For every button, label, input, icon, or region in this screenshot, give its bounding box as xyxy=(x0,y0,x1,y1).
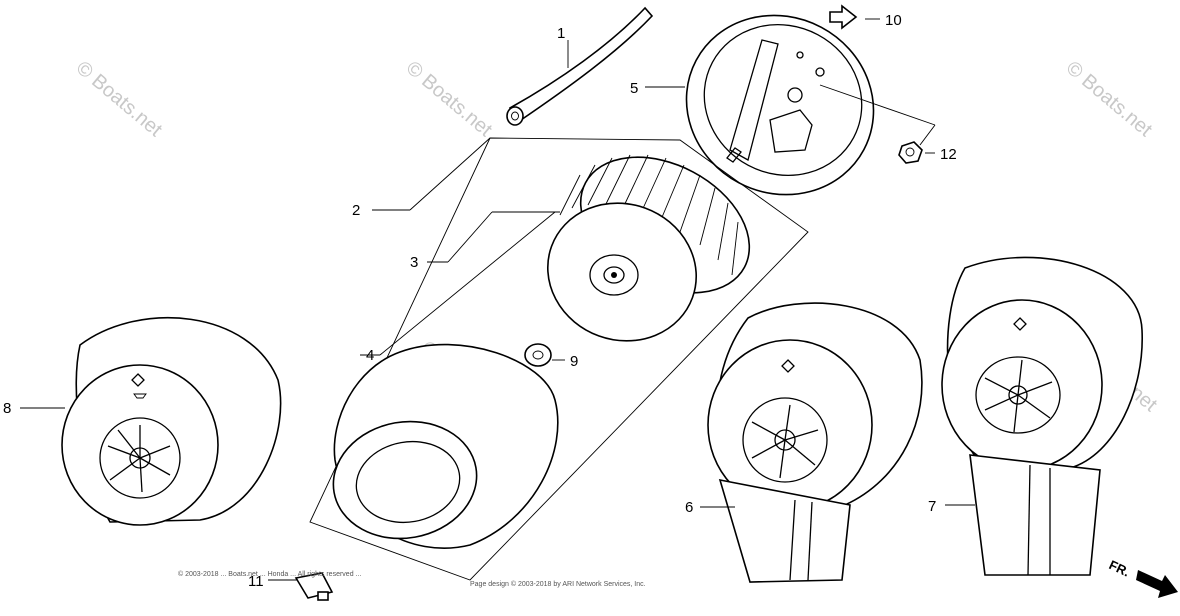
callout-4: 4 xyxy=(366,347,374,364)
copyright-footer: © 2003-2018 ... Boats.net ... Honda ... … xyxy=(178,570,646,588)
callout-10: 10 xyxy=(885,12,902,29)
copyright-line-2: Page design © 2003-2018 by ARI Network S… xyxy=(470,580,646,588)
part-4-foam-element[interactable] xyxy=(324,343,559,550)
watermark: © Boats.net xyxy=(72,57,167,141)
part-5-case[interactable] xyxy=(655,0,905,227)
front-direction-marker: FR. xyxy=(1107,557,1178,598)
part-1-tube[interactable] xyxy=(506,6,654,126)
part-9-nut[interactable] xyxy=(524,343,552,367)
callout-6: 6 xyxy=(685,499,693,516)
callout-11: 11 xyxy=(248,573,264,590)
fr-label: FR. xyxy=(1107,557,1132,579)
part-7-cover-with-duct[interactable] xyxy=(941,256,1143,576)
part-8-cover[interactable] xyxy=(61,316,282,526)
callout-12: 12 xyxy=(940,146,957,163)
callout-1: 1 xyxy=(557,25,565,42)
callout-5: 5 xyxy=(630,80,638,97)
part-3-filter-element[interactable] xyxy=(528,130,772,362)
leader-lines xyxy=(20,18,975,581)
callout-3: 3 xyxy=(410,254,418,271)
callout-2: 2 xyxy=(352,202,360,219)
callout-8: 8 xyxy=(3,400,11,417)
watermark: © Boats.net xyxy=(402,57,497,141)
copyright-line-1: © 2003-2018 ... Boats.net ... Honda ... … xyxy=(178,570,361,578)
fr-arrow-icon xyxy=(1136,570,1178,598)
callout-9: 9 xyxy=(570,353,578,370)
callout-7: 7 xyxy=(928,498,936,515)
part-12-nut[interactable] xyxy=(898,141,923,164)
callout-labels: 1 2 3 4 5 6 7 8 9 10 11 12 xyxy=(3,12,957,590)
part-10-arrow-icon xyxy=(829,4,858,30)
part-11-clip[interactable] xyxy=(294,572,334,601)
part-6-cover-with-duct[interactable] xyxy=(707,302,923,583)
watermark: © Boats.net xyxy=(1062,57,1157,141)
